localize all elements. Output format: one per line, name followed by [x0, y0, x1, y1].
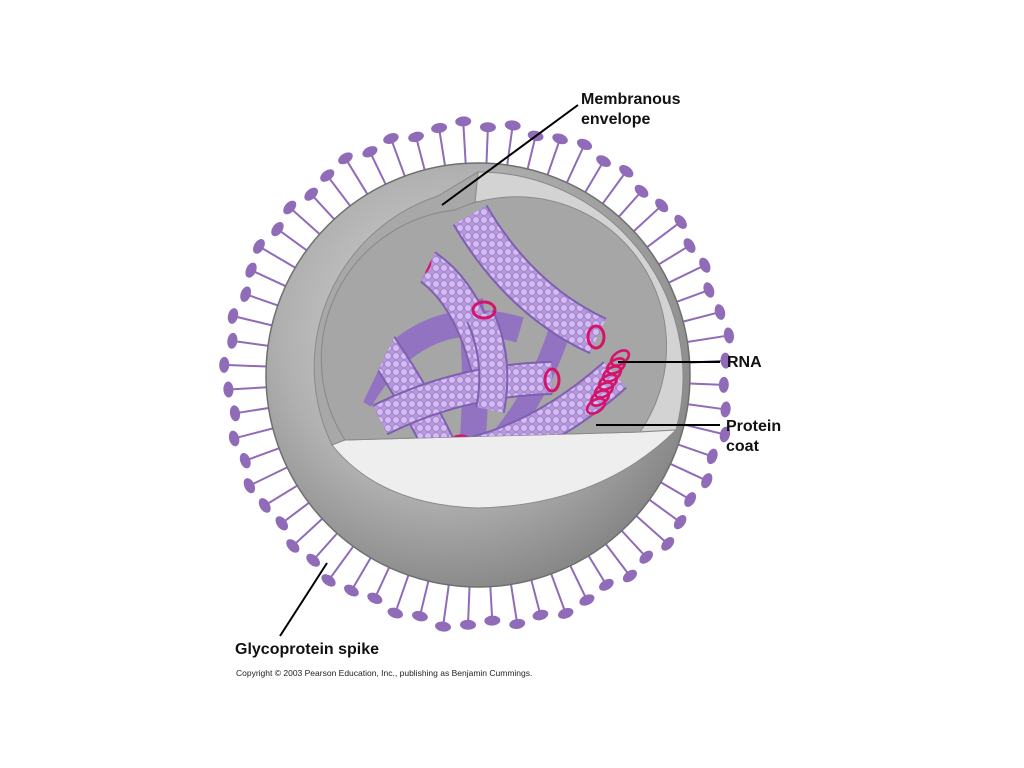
spike-head — [227, 332, 238, 349]
spike-head — [622, 569, 638, 583]
spike-head — [479, 122, 496, 133]
leader-membranous-envelope — [441, 104, 579, 206]
spike-head — [243, 478, 256, 494]
spike-head — [435, 621, 451, 632]
spike-head — [719, 426, 731, 443]
spike-head — [229, 405, 241, 422]
label-membranous-envelope-line2: envelope — [581, 111, 651, 128]
spike-head — [655, 198, 669, 213]
label-membranous-envelope: Membranous envelope — [581, 90, 681, 130]
spike-head — [509, 618, 526, 630]
spike-head — [275, 516, 289, 531]
spike-head — [720, 352, 731, 369]
spike-head — [258, 498, 271, 513]
label-rna: RNA — [727, 354, 762, 371]
spike-head — [619, 165, 634, 178]
spike-head — [455, 116, 472, 127]
spike-head — [579, 594, 595, 606]
spike-head — [219, 356, 230, 373]
spike-head — [431, 122, 448, 134]
spike-head — [304, 187, 318, 201]
spike-head — [639, 550, 653, 564]
spike-head — [321, 574, 336, 587]
spike-head — [661, 537, 675, 551]
label-membranous-envelope-line1: Membranous — [581, 91, 681, 108]
background-strand — [462, 326, 571, 440]
spike-head — [239, 452, 251, 469]
leader-glycoprotein-spike — [279, 562, 328, 637]
spike-head — [558, 607, 574, 619]
spike-head — [718, 376, 729, 393]
spike-head — [383, 133, 399, 144]
spike-head — [504, 120, 521, 131]
spike-head — [253, 239, 265, 254]
spike-head — [223, 381, 234, 398]
spike-head — [283, 200, 297, 215]
spike-head — [320, 169, 335, 182]
spike-head — [706, 448, 718, 465]
label-glycoprotein-spike: Glycoprotein spike — [235, 641, 380, 658]
spike-head — [387, 607, 403, 619]
spike-head — [227, 308, 239, 324]
spike-head — [596, 155, 611, 168]
spike-head — [484, 615, 501, 626]
spike-head — [634, 184, 649, 198]
spike-head — [599, 578, 614, 591]
spike-head — [271, 221, 284, 237]
spike-head — [286, 539, 300, 553]
spike-head — [683, 238, 696, 253]
spike-head — [306, 553, 320, 567]
spike-head — [228, 430, 240, 447]
spike-head — [408, 131, 424, 143]
spike-head — [714, 304, 726, 320]
spike-head — [245, 262, 257, 278]
spike-head — [532, 609, 549, 621]
spike-head — [723, 327, 734, 344]
spike-head — [703, 282, 715, 298]
glycoprotein-spikes — [219, 116, 734, 632]
spike-head — [552, 133, 568, 145]
spike-head — [699, 257, 711, 273]
label-protein-coat-line1: Protein — [726, 418, 782, 435]
spike-head — [674, 214, 687, 229]
spike-head — [344, 584, 359, 597]
spike-head — [673, 514, 687, 530]
label-protein-coat: Protein coat — [726, 417, 781, 457]
copyright-notice: Copyright © 2003 Pearson Education, Inc.… — [236, 668, 533, 678]
spike-head — [684, 492, 697, 507]
spike-head — [412, 610, 428, 622]
envelope-cut-bottom — [331, 429, 678, 509]
spike-head — [338, 152, 353, 165]
spike-head — [701, 473, 713, 489]
spike-head — [362, 146, 378, 158]
spike-head — [720, 401, 731, 418]
spike-head — [240, 286, 252, 302]
label-protein-coat-line2: coat — [726, 438, 759, 455]
spike-head — [576, 138, 593, 151]
spike-head — [460, 619, 476, 630]
spike-head — [367, 592, 383, 604]
